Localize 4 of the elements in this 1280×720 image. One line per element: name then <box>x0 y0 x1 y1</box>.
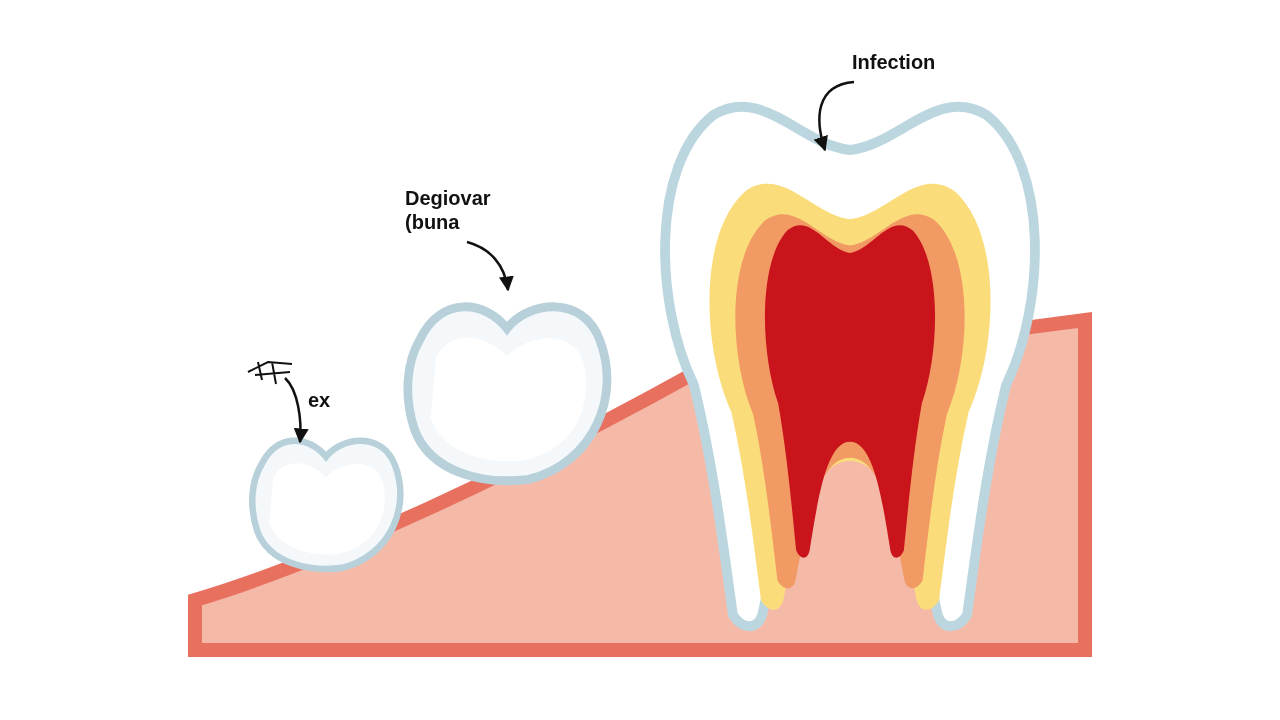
callout-label: ex <box>308 388 338 412</box>
callout-label: Infection <box>852 50 952 74</box>
callout-label: Degiovar (buna <box>405 186 495 234</box>
leader-arrow <box>466 240 514 292</box>
